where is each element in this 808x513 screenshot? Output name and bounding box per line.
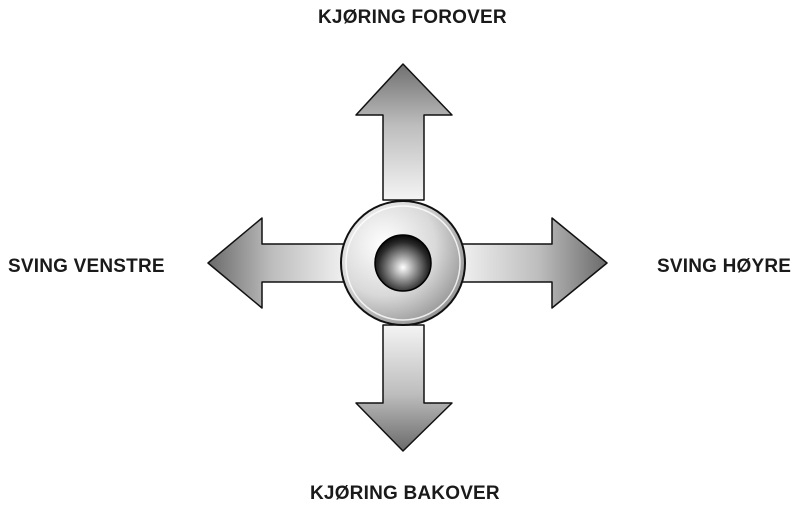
- label-forward: KJØRING FOROVER: [318, 7, 507, 28]
- joystick-knob-icon: [340, 200, 466, 326]
- arrow-up-icon: [355, 63, 453, 201]
- label-turn-left: SVING VENSTRE: [8, 256, 165, 277]
- label-turn-right: SVING HØYRE: [657, 256, 792, 277]
- arrow-right-icon: [454, 217, 608, 309]
- arrow-down-icon: [355, 324, 453, 452]
- label-backward: KJØRING BAKOVER: [310, 483, 500, 504]
- arrow-left-icon: [207, 217, 351, 309]
